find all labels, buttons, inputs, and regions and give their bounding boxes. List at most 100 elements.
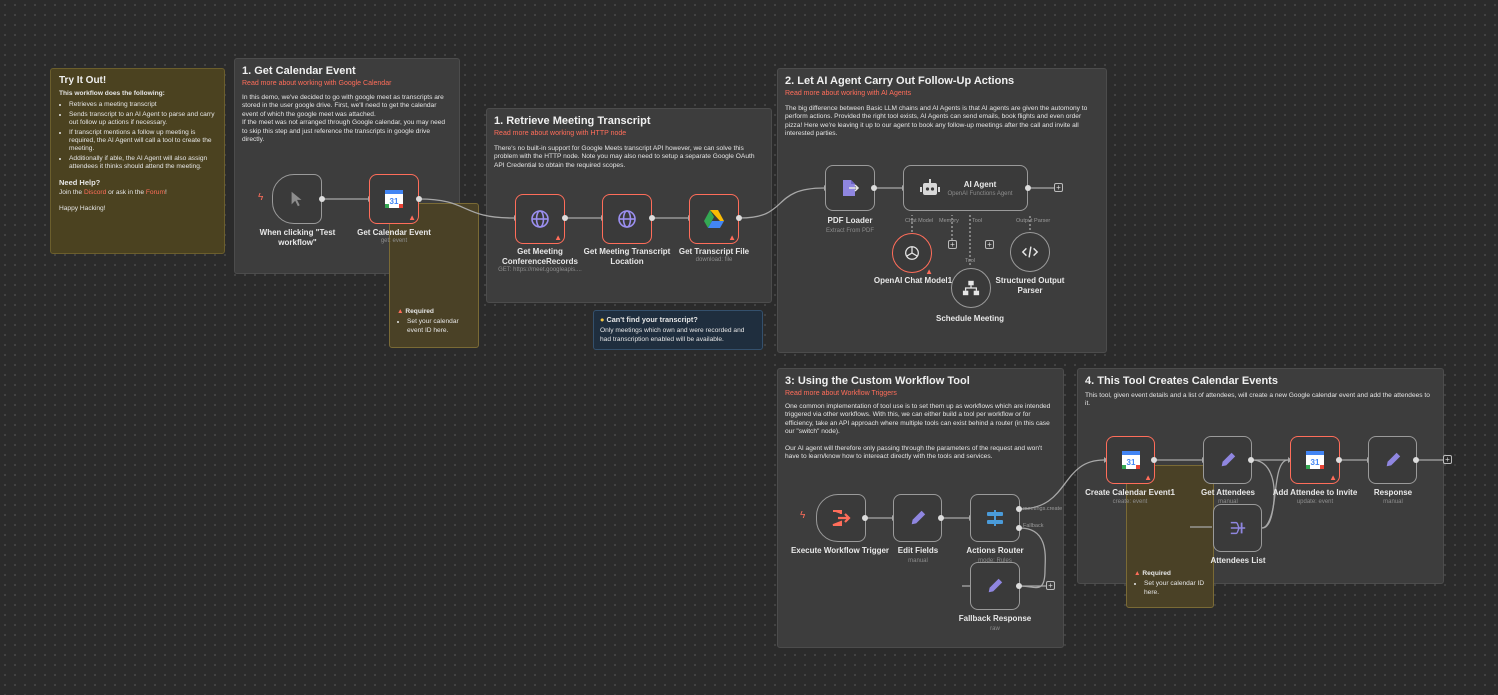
help-mid: or ask in the bbox=[106, 189, 146, 197]
list-item: If transcript mentions a follow up meeti… bbox=[69, 129, 216, 154]
attendees-list-node[interactable] bbox=[1213, 504, 1262, 552]
output-port[interactable] bbox=[416, 196, 422, 202]
required-label: Required bbox=[1142, 570, 1171, 577]
note-title: 4. This Tool Creates Calendar Events bbox=[1085, 375, 1278, 387]
output-port-fallback[interactable] bbox=[1016, 525, 1022, 531]
list-item: Set your calendar event ID here. bbox=[407, 318, 472, 335]
output-port[interactable] bbox=[1336, 457, 1342, 463]
wire-router-fallback bbox=[1019, 527, 1046, 589]
output-port[interactable] bbox=[562, 215, 568, 221]
note-cant-find[interactable]: ● Can't find your transcript? Only meeti… bbox=[593, 310, 763, 350]
node-label: Attendees List bbox=[1210, 556, 1266, 565]
google-calendar-icon: 31 bbox=[1306, 451, 1324, 469]
discord-link[interactable]: Discord bbox=[83, 189, 107, 197]
output-port[interactable] bbox=[1025, 185, 1031, 191]
node-label: Get Attendees bbox=[1201, 488, 1255, 497]
node-subtitle: GET: https://meet.googleapis.... bbox=[498, 267, 582, 273]
node-subtitle: raw bbox=[990, 626, 1000, 632]
output-port-meetings[interactable] bbox=[1016, 506, 1022, 512]
output-port[interactable] bbox=[862, 515, 868, 521]
workflow-triggers-docs-link[interactable]: Read more about Workflow Triggers bbox=[785, 390, 897, 397]
node-subtitle: create: event bbox=[1112, 499, 1148, 505]
add-tool-button[interactable]: + bbox=[985, 240, 994, 249]
port-label-chat-model: Chat Model bbox=[905, 218, 934, 224]
response-node[interactable] bbox=[1368, 436, 1417, 484]
node-label: AI Agent bbox=[963, 180, 997, 189]
ai-agents-docs-link[interactable]: Read more about working with AI Agents bbox=[785, 90, 912, 97]
required-title: ▲ Required bbox=[397, 308, 472, 316]
wire-calendar-to-conference bbox=[418, 198, 515, 219]
note-required-event-id[interactable]: ▲ Required Set your calendar event ID he… bbox=[389, 203, 479, 348]
note-text: One common implementation of tool use is… bbox=[785, 403, 1051, 436]
add-attendee-node[interactable]: 31 ▲ bbox=[1290, 436, 1340, 484]
fallback-response-node[interactable] bbox=[970, 562, 1020, 610]
node-subtitle: Extract From PDF bbox=[825, 228, 874, 234]
wire-list-to-add bbox=[1261, 459, 1289, 529]
list-item: Additionally if able, the AI Agent will … bbox=[69, 155, 216, 172]
warning-icon: ▲ bbox=[554, 233, 562, 242]
get-conference-records-node[interactable]: ▲ bbox=[515, 194, 565, 244]
output-port[interactable] bbox=[1413, 457, 1419, 463]
output-port[interactable] bbox=[649, 215, 655, 221]
note-text: This tool, given event details and a lis… bbox=[1085, 392, 1430, 408]
output-label-fallback: Fallback bbox=[1023, 523, 1044, 529]
node-label: Structured Output Parser bbox=[995, 276, 1065, 295]
get-attendees-node[interactable] bbox=[1203, 436, 1252, 484]
node-label: Schedule Meeting bbox=[935, 314, 1004, 323]
forum-link[interactable]: Forum bbox=[145, 189, 165, 197]
openai-chat-model-node[interactable]: ▲ bbox=[892, 233, 933, 276]
output-port[interactable] bbox=[1248, 457, 1254, 463]
pencil-icon bbox=[1386, 452, 1400, 467]
structured-output-parser-node[interactable] bbox=[1010, 232, 1050, 272]
add-node-button[interactable]: + bbox=[1046, 581, 1055, 590]
globe-icon bbox=[618, 210, 636, 228]
create-calendar-event-node[interactable]: 31 ▲ bbox=[1106, 436, 1155, 484]
output-port[interactable] bbox=[1151, 457, 1157, 463]
node-label: Get Transcript File bbox=[678, 247, 750, 256]
output-port[interactable] bbox=[1016, 583, 1022, 589]
pdf-loader-node[interactable] bbox=[825, 165, 875, 211]
http-docs-link[interactable]: Read more about working with HTTP node bbox=[494, 130, 627, 137]
note-text: In this demo, we've decided to go with g… bbox=[242, 94, 444, 118]
output-port[interactable] bbox=[938, 515, 944, 521]
edit-fields-node[interactable] bbox=[893, 494, 942, 542]
add-node-button[interactable]: + bbox=[1443, 455, 1452, 464]
get-calendar-event-node[interactable]: 31 ▲ bbox=[369, 174, 419, 224]
svg-text:31: 31 bbox=[1126, 458, 1135, 467]
calendar-docs-link[interactable]: Read more about working with Google Cale… bbox=[242, 80, 392, 87]
execute-workflow-trigger-node[interactable] bbox=[816, 494, 866, 542]
output-port[interactable] bbox=[871, 185, 877, 191]
add-memory-button[interactable]: + bbox=[948, 240, 957, 249]
cant-find-text: Only meetings which own and were recorde… bbox=[600, 327, 745, 343]
router-icon bbox=[987, 510, 1003, 526]
get-transcript-location-node[interactable] bbox=[602, 194, 652, 244]
sign-out-icon bbox=[832, 510, 851, 526]
robot-icon bbox=[920, 179, 940, 195]
note-required-calendar-id[interactable]: ▲ Required Set your calendar ID here. bbox=[1126, 465, 1214, 608]
wire-file-to-pdf bbox=[739, 187, 825, 219]
svg-text:31: 31 bbox=[390, 197, 399, 206]
node-subtitle: manual bbox=[1218, 499, 1238, 505]
google-drive-icon bbox=[704, 210, 724, 228]
get-transcript-file-node[interactable]: ▲ bbox=[689, 194, 739, 244]
ai-agent-node[interactable] bbox=[903, 165, 1028, 211]
output-port[interactable] bbox=[736, 215, 742, 221]
wire-attendees-to-list bbox=[1251, 459, 1275, 529]
note-text: If the meet was not arranged through Goo… bbox=[242, 119, 446, 144]
node-subtitle: OpenAI Functions Agent bbox=[947, 191, 1013, 197]
output-port[interactable] bbox=[319, 196, 325, 202]
required-title: ▲ Required bbox=[1134, 570, 1207, 578]
manual-trigger-node[interactable] bbox=[272, 174, 322, 224]
note-title: Try It Out! bbox=[59, 75, 107, 86]
node-subtitle: manual bbox=[1383, 499, 1403, 505]
help-text: Join the Discord or ask in the Forum! bbox=[59, 189, 216, 197]
trigger-bolt-icon: ϟ bbox=[258, 192, 264, 203]
warning-icon: ▲ bbox=[1144, 473, 1152, 482]
add-node-button[interactable]: + bbox=[1054, 183, 1063, 192]
port-label-output-parser: Output Parser bbox=[1016, 218, 1051, 224]
code-icon bbox=[1021, 246, 1039, 258]
actions-router-node[interactable] bbox=[970, 494, 1020, 542]
node-label: Get Calendar Event bbox=[357, 228, 431, 237]
schedule-meeting-node[interactable] bbox=[951, 268, 991, 308]
note-try-it-out[interactable]: Try It Out! This workflow does the follo… bbox=[50, 68, 225, 254]
